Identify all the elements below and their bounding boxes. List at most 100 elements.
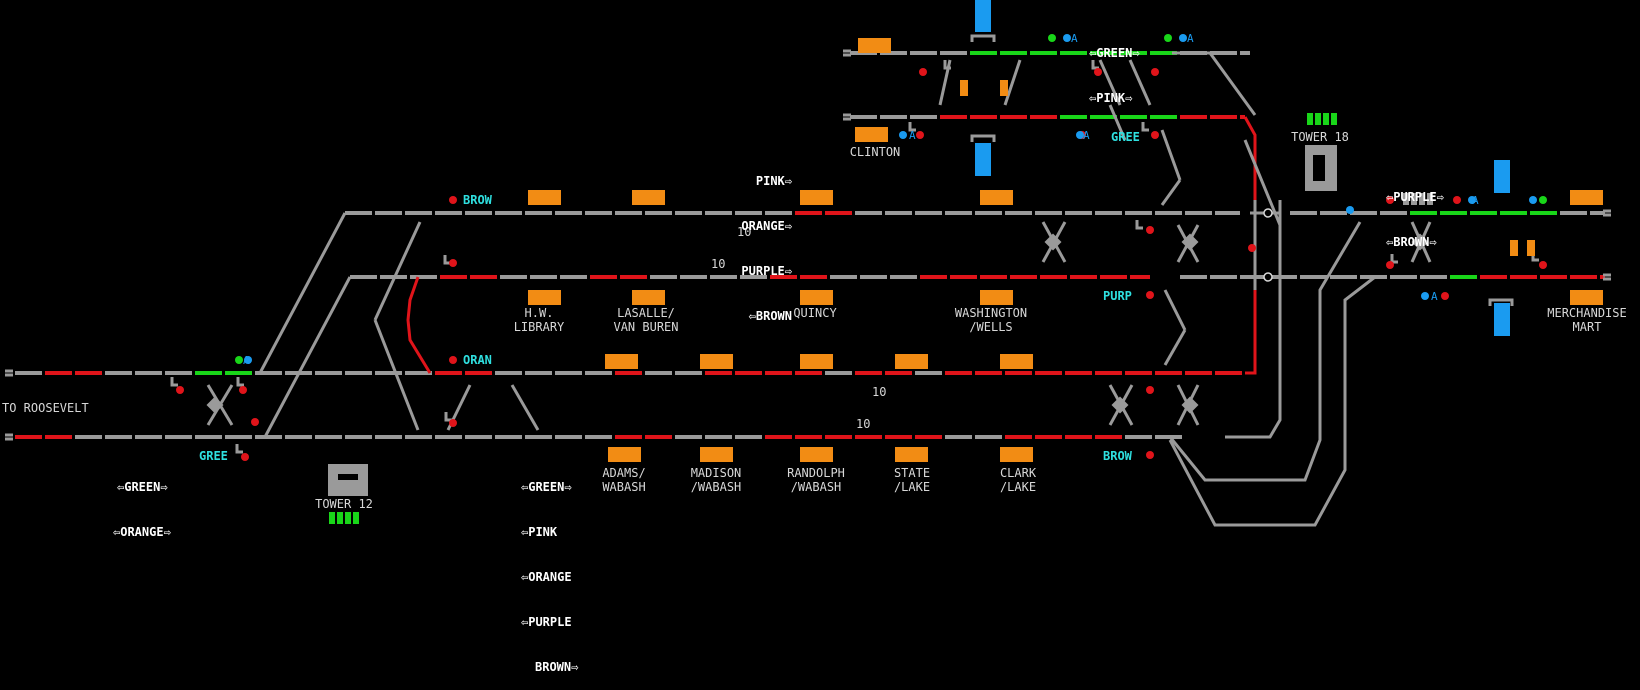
train-block[interactable] xyxy=(605,354,638,369)
track-connector[interactable] xyxy=(373,319,420,431)
signal-icon[interactable] xyxy=(899,131,907,139)
signal-icon[interactable] xyxy=(1539,261,1547,269)
signal-icon[interactable] xyxy=(449,196,457,204)
station-state-lake[interactable]: STATE /LAKE xyxy=(893,466,931,494)
station-washington-wells[interactable]: WASHINGTON /WELLS xyxy=(954,306,1028,334)
track-curve[interactable] xyxy=(970,134,996,142)
switch-marker[interactable] xyxy=(206,396,224,414)
track-curve[interactable] xyxy=(1168,275,1376,527)
signal-icon[interactable] xyxy=(1076,131,1084,139)
signal-icon[interactable] xyxy=(1146,291,1154,299)
signal-icon[interactable] xyxy=(1179,34,1187,42)
track-curve[interactable] xyxy=(1168,221,1362,482)
signal-icon[interactable] xyxy=(1146,451,1154,459)
train-block[interactable] xyxy=(528,290,561,305)
station-hw-library[interactable]: H.W. LIBRARY xyxy=(513,306,565,334)
route-label[interactable]: ⇦ORANGE⇨ xyxy=(113,525,171,539)
route-label[interactable]: PINK⇨ xyxy=(755,174,792,188)
station-clinton[interactable]: CLINTON xyxy=(849,145,901,159)
signal-icon[interactable] xyxy=(1529,196,1537,204)
signal-icon[interactable] xyxy=(1151,131,1159,139)
track-curve[interactable] xyxy=(235,444,243,454)
station-randolph-wabash[interactable]: RANDOLPH /WABASH xyxy=(787,466,845,494)
signal-icon[interactable] xyxy=(1151,68,1159,76)
route-label[interactable]: ⇦ORANGE xyxy=(521,570,572,584)
signal-icon[interactable] xyxy=(241,453,249,461)
signal-icon[interactable] xyxy=(1094,68,1102,76)
train-block[interactable] xyxy=(895,447,928,462)
train-block[interactable] xyxy=(700,447,733,462)
track-curve[interactable] xyxy=(943,60,951,70)
train-block[interactable] xyxy=(608,447,641,462)
track-connector[interactable] xyxy=(1160,179,1182,206)
station-lasalle-van-buren[interactable]: LASALLE/ VAN BUREN xyxy=(613,306,679,334)
signal-icon[interactable] xyxy=(1164,34,1172,42)
track-connector[interactable] xyxy=(1128,59,1152,106)
signal-icon[interactable] xyxy=(1386,261,1394,269)
signal-icon[interactable] xyxy=(1453,196,1461,204)
train-block[interactable] xyxy=(632,190,665,205)
track-connector[interactable] xyxy=(1163,329,1187,366)
signal-icon[interactable] xyxy=(916,131,924,139)
route-label[interactable]: ⇦GREEN⇨ xyxy=(1089,46,1140,60)
train-block[interactable] xyxy=(800,290,833,305)
platform-block[interactable] xyxy=(1494,160,1510,193)
station-clark-lake[interactable]: CLARK /LAKE xyxy=(999,466,1037,494)
route-label[interactable]: PURPLE⇨ xyxy=(741,264,792,278)
signal-icon[interactable] xyxy=(1063,34,1071,42)
station-adams-wabash[interactable]: ADAMS/ WABASH xyxy=(602,466,646,494)
track-curve[interactable] xyxy=(1488,298,1514,306)
track-curve[interactable] xyxy=(1225,139,1282,439)
track-connector[interactable] xyxy=(1163,289,1187,331)
route-group-left-bottom[interactable]: ⇦GREEN⇨ ⇦ORANGE⇨ xyxy=(113,450,171,555)
signal-icon[interactable] xyxy=(1146,226,1154,234)
switch-lock[interactable] xyxy=(1000,80,1008,96)
signal-icon[interactable] xyxy=(1421,292,1429,300)
route-group-right[interactable]: ⇦PURPLE⇨ ⇦BROWN⇨ xyxy=(1386,160,1444,265)
track-connector[interactable] xyxy=(1098,59,1122,106)
track-curve[interactable] xyxy=(170,377,178,387)
train-block[interactable] xyxy=(632,290,665,305)
train-block[interactable] xyxy=(895,354,928,369)
signal-icon[interactable] xyxy=(1048,34,1056,42)
signal-icon[interactable] xyxy=(1346,206,1354,214)
track-connector[interactable] xyxy=(510,384,540,431)
route-label[interactable]: ⇦PINK⇨ xyxy=(1089,91,1133,105)
track-curve[interactable] xyxy=(236,377,244,387)
station-merchandise-mart[interactable]: MERCHANDISE MART xyxy=(1547,306,1627,334)
train-block[interactable] xyxy=(1000,354,1033,369)
signal-icon[interactable] xyxy=(1146,386,1154,394)
train-block[interactable] xyxy=(1570,290,1603,305)
route-group-top-right[interactable]: ⇦GREEN⇨ ⇦PINK⇨ xyxy=(1089,16,1140,121)
train-block[interactable] xyxy=(1570,190,1603,205)
track-connector[interactable] xyxy=(373,221,422,321)
route-label[interactable]: BROWN⇨ xyxy=(535,660,579,674)
signal-icon[interactable] xyxy=(244,356,252,364)
track-curve[interactable] xyxy=(1141,122,1149,132)
signal-icon[interactable] xyxy=(449,356,457,364)
signal-icon[interactable] xyxy=(1468,196,1476,204)
switch-lock[interactable] xyxy=(1527,240,1535,256)
route-label[interactable]: ⇦GREEN⇨ xyxy=(117,480,168,494)
signal-icon[interactable] xyxy=(251,418,259,426)
train-block[interactable] xyxy=(980,190,1013,205)
platform-block[interactable] xyxy=(1494,303,1510,336)
route-label[interactable]: ⇦PURPLE xyxy=(521,615,572,629)
route-label[interactable]: ⇦PURPLE⇨ xyxy=(1386,190,1444,204)
platform-block[interactable] xyxy=(975,0,991,32)
train-block[interactable] xyxy=(528,190,561,205)
train-block[interactable] xyxy=(800,354,833,369)
train-block[interactable] xyxy=(980,290,1013,305)
signal-icon[interactable] xyxy=(449,419,457,427)
track-connector[interactable] xyxy=(1003,59,1022,106)
signal-icon[interactable] xyxy=(1539,196,1547,204)
train-block[interactable] xyxy=(855,127,888,142)
track-curve[interactable] xyxy=(1135,220,1143,230)
route-group-center-bottom[interactable]: ⇦GREEN⇨ ⇦PINK ⇦ORANGE ⇦PURPLE BROWN⇨ xyxy=(521,450,578,690)
track-connector[interactable] xyxy=(263,276,352,438)
track-connector[interactable] xyxy=(1160,129,1182,181)
track-curve[interactable] xyxy=(444,412,452,422)
station-madison-wabash[interactable]: MADISON /WABASH xyxy=(690,466,742,494)
train-block[interactable] xyxy=(1000,447,1033,462)
route-label[interactable]: ⇦GREEN⇨ xyxy=(521,480,572,494)
